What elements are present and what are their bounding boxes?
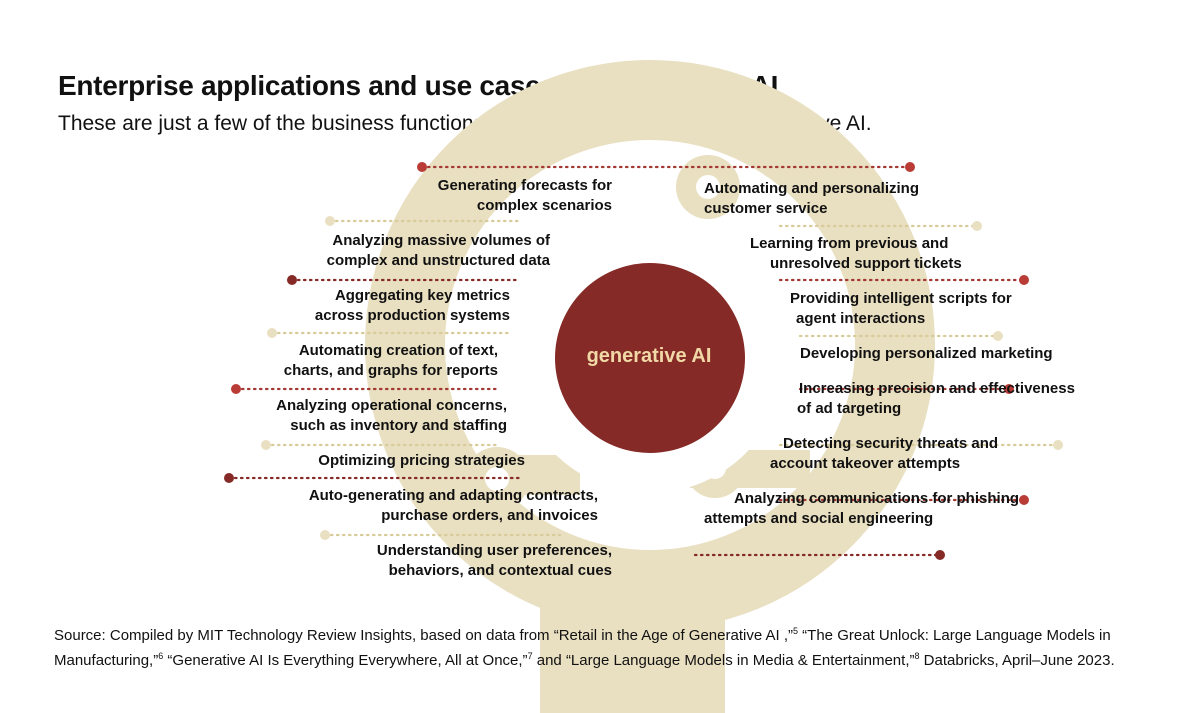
leader-end-dot bbox=[972, 221, 982, 231]
leader-end-dot bbox=[905, 162, 915, 172]
leader-end-dot bbox=[1053, 440, 1063, 450]
leader-end-dot bbox=[287, 275, 297, 285]
leader-end-dot bbox=[325, 216, 335, 226]
use-case-label: Auto-generating and adapting contracts,p… bbox=[308, 487, 598, 524]
leader-end-dot bbox=[320, 530, 330, 540]
center-label: generative AI bbox=[586, 345, 712, 367]
leader-end-dot bbox=[261, 440, 271, 450]
leader-end-dot bbox=[993, 331, 1003, 341]
leader-end-dot bbox=[267, 328, 277, 338]
use-case-label: Automating creation of text,charts, and … bbox=[283, 342, 498, 379]
use-case-label: Analyzing operational concerns,such as i… bbox=[276, 397, 507, 434]
leader-end-dot bbox=[935, 550, 945, 560]
use-case-label: Understanding user preferences,behaviors… bbox=[376, 542, 612, 579]
leader-end-dot bbox=[224, 473, 234, 483]
leader-end-dot bbox=[231, 384, 241, 394]
leader-end-dot bbox=[1019, 275, 1029, 285]
leader-end-dot bbox=[1004, 384, 1014, 394]
use-case-label: Developing personalized marketing bbox=[800, 345, 1053, 362]
center-circle bbox=[555, 263, 745, 453]
background-node-top-hole bbox=[696, 175, 720, 199]
leader-end-dot bbox=[1019, 495, 1029, 505]
leader-end-dot bbox=[417, 162, 427, 172]
background-stem bbox=[540, 560, 725, 713]
background-node-left-hole bbox=[485, 467, 509, 491]
leader-lines bbox=[224, 162, 1063, 560]
source-note: Source: Compiled by MIT Technology Revie… bbox=[54, 626, 1115, 669]
use-case-label: Optimizing pricing strategies bbox=[318, 452, 525, 469]
